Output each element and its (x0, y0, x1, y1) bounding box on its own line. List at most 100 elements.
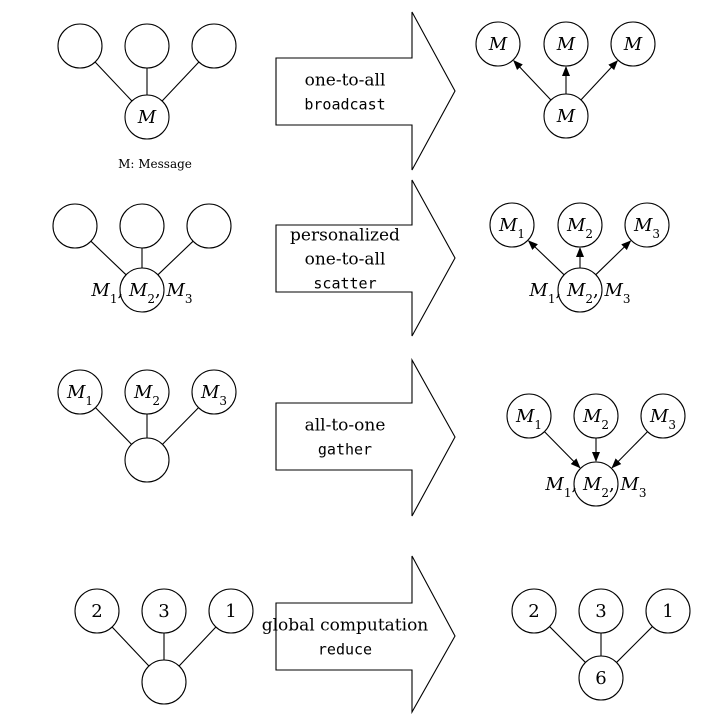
edge-line (95, 407, 132, 445)
root-node (543, 93, 589, 139)
operation-description: one-to-all (305, 71, 386, 91)
leaf-node-label: 3 (158, 601, 169, 622)
operation-name: scatter (313, 275, 376, 293)
arrow-shape (275, 179, 456, 337)
edge-line (157, 240, 194, 276)
edge-line (178, 626, 217, 667)
edge-arrow (527, 240, 565, 276)
leaf-node (191, 369, 237, 415)
leaf-node (57, 23, 103, 69)
leaf-node (624, 202, 670, 248)
gather-operation-arrow: all-to-one gather (275, 357, 456, 517)
leaf-node-label: M2 (133, 382, 160, 408)
leaf-node (52, 203, 98, 249)
root-node-label: 6 (595, 668, 606, 689)
leaf-node-label: M1 (498, 215, 525, 241)
edge-line (162, 407, 199, 445)
root-node-label: M1, M2, M3 (528, 280, 630, 306)
root-node (124, 94, 170, 140)
edge-line (111, 626, 150, 667)
leaf-node (506, 393, 552, 439)
leaf-node-label: M3 (649, 406, 676, 432)
leaf-node (186, 203, 232, 249)
root-node-label: M (556, 106, 576, 127)
leaf-node (511, 588, 557, 634)
leaf-node-label: M2 (582, 406, 609, 432)
edge-line (549, 626, 586, 663)
operation-description: global computation (262, 616, 429, 636)
root-node (141, 659, 187, 705)
leaf-node-label: 2 (91, 601, 102, 622)
leaf-node (610, 21, 656, 67)
operation-description: all-to-one (305, 416, 386, 436)
root-node-label: M1, M2, M3 (90, 280, 192, 306)
leaf-node (119, 203, 165, 249)
edge-line (90, 240, 127, 276)
leaf-node (208, 588, 254, 634)
leaf-node-label: M3 (200, 382, 227, 408)
edge-line (94, 61, 133, 102)
leaf-node (557, 202, 603, 248)
broadcast-before-tree: M (57, 23, 237, 140)
leaf-node (489, 202, 535, 248)
root-node (119, 267, 165, 313)
leaf-node (475, 21, 521, 67)
leaf-node-label: 1 (662, 601, 673, 622)
leaf-node (191, 23, 237, 69)
leaf-node-label: M2 (566, 215, 593, 241)
root-node-label: M1, M2, M3 (544, 474, 646, 500)
reduce-before-tree: 2 3 1 (74, 588, 254, 705)
root-node (124, 437, 170, 483)
leaf-node-label: M (556, 34, 576, 55)
broadcast-after-tree: M M M M (475, 21, 656, 139)
leaf-node (640, 393, 686, 439)
leaf-node (645, 588, 691, 634)
leaf-node-label: M (623, 34, 643, 55)
broadcast-operation-arrow: one-to-all broadcast (275, 11, 456, 171)
operation-name: reduce (318, 641, 372, 659)
edge-arrow (513, 59, 552, 101)
scatter-operation-arrow: personalized one-to-all scatter (275, 179, 456, 337)
arrow-shape (275, 555, 456, 715)
gather-before-tree: M1 M2 M3 (57, 369, 237, 483)
root-node-label: M (137, 107, 157, 128)
edge-arrow (611, 431, 648, 469)
edge-arrow (595, 240, 632, 276)
root-node (573, 461, 619, 507)
leaf-node (74, 588, 120, 634)
operation-name: broadcast (304, 96, 385, 114)
row-scatter: M1, M2, M3 personalized one-to-all scatter M… (52, 179, 670, 337)
leaf-node (543, 21, 589, 67)
scatter-before-tree: M1, M2, M3 (52, 203, 232, 313)
leaf-node-label: M1 (66, 382, 93, 408)
operation-name: gather (318, 441, 372, 459)
edge-arrow (544, 431, 581, 469)
leaf-node (57, 369, 103, 415)
leaf-node-label: M (488, 34, 508, 55)
edge-arrow (580, 60, 619, 101)
leaf-node (578, 588, 624, 634)
leaf-node (124, 23, 170, 69)
reduce-operation-arrow: global computation reduce (262, 555, 456, 715)
root-node (557, 267, 603, 313)
leaf-node-label: 3 (595, 601, 606, 622)
leaf-node-label: M1 (515, 406, 542, 432)
operation-description: personalized (290, 226, 400, 246)
message-caption: M: Message (118, 157, 192, 171)
leaf-node (573, 393, 619, 439)
leaf-node-label: 1 (225, 601, 236, 622)
arrow-shape (275, 357, 456, 517)
edge-line (616, 626, 653, 663)
edge-line (161, 61, 200, 102)
operation-description: one-to-all (305, 250, 386, 270)
leaf-node-label: M3 (633, 215, 660, 241)
leaf-node (124, 369, 170, 415)
root-node (578, 655, 624, 701)
